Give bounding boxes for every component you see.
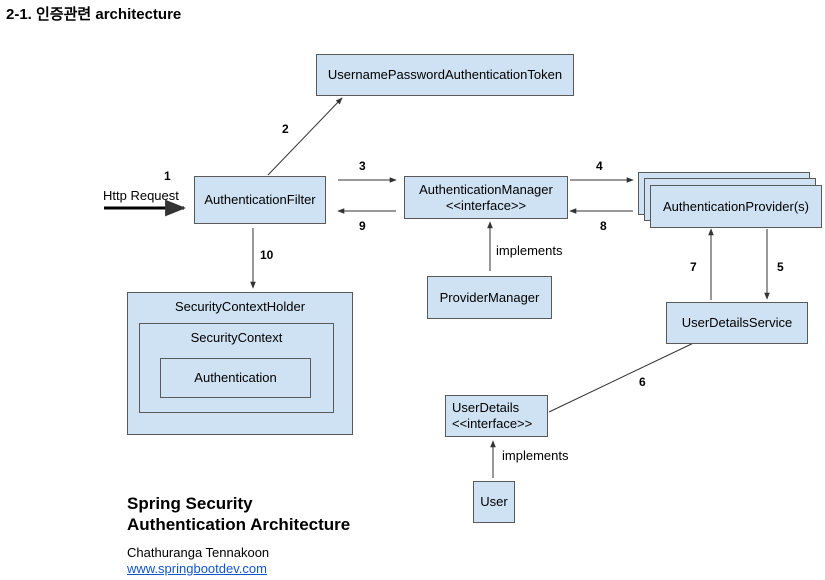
credit-title-line2: Authentication Architecture <box>127 515 351 534</box>
provider-manager-node: ProviderManager <box>427 276 552 319</box>
authentication-manager-node: AuthenticationManager <<interface>> <box>404 176 568 219</box>
user-label: User <box>480 494 508 509</box>
implements-user-label: implements <box>502 448 569 463</box>
step-6-label: 6 <box>639 375 646 389</box>
manager-label: AuthenticationManager <box>419 181 553 197</box>
user-details-node: UserDetails <<interface>> <box>445 395 548 437</box>
step-9-label: 9 <box>359 219 366 233</box>
edge-6 <box>548 338 703 413</box>
user-details-service-node: UserDetailsService <box>666 302 808 344</box>
user-details-interface-label: <<interface>> <box>452 416 533 431</box>
credit-title: Spring Security Authentication Architect… <box>127 493 350 535</box>
step-2-label: 2 <box>282 122 289 136</box>
authentication-filter-node: AuthenticationFilter <box>194 176 326 224</box>
token-label: UsernamePasswordAuthenticationToken <box>327 67 563 82</box>
filter-label: AuthenticationFilter <box>204 192 316 207</box>
credit-author: Chathuranga Tennakoon <box>127 545 270 560</box>
manager-interface-label: <<interface>> <box>445 197 527 213</box>
username-password-authentication-token-node: UsernamePasswordAuthenticationToken <box>316 54 574 96</box>
step-4-label: 4 <box>596 159 603 173</box>
authentication-node: Authentication <box>160 358 311 398</box>
step-10-label: 10 <box>260 248 274 262</box>
authentication-label: Authentication <box>194 370 277 385</box>
provider-manager-label: ProviderManager <box>439 289 540 305</box>
provider-label: AuthenticationProvider(s) <box>663 198 809 214</box>
edge-2 <box>267 97 343 176</box>
step-1-label: 1 <box>164 169 171 183</box>
implements-manager-label: implements <box>496 243 563 258</box>
step-5-label: 5 <box>777 260 784 274</box>
context-holder-label: SecurityContextHolder <box>174 299 306 314</box>
page-heading: 2-1. 인증관련 architecture <box>6 6 182 23</box>
user-node: User <box>473 481 515 523</box>
step-3-label: 3 <box>359 159 366 173</box>
user-details-service-label: UserDetailsService <box>681 315 793 330</box>
credit-link[interactable]: www.springbootdev.com <box>127 561 267 576</box>
credit-title-line1: Spring Security <box>127 494 253 513</box>
authentication-provider-node: AuthenticationProvider(s) <box>650 185 822 228</box>
step-8-label: 8 <box>600 219 607 233</box>
http-request-label: Http Request <box>103 188 179 203</box>
step-7-label: 7 <box>690 260 697 274</box>
user-details-label: UserDetails <box>452 400 520 415</box>
context-label: SecurityContext <box>190 330 283 345</box>
